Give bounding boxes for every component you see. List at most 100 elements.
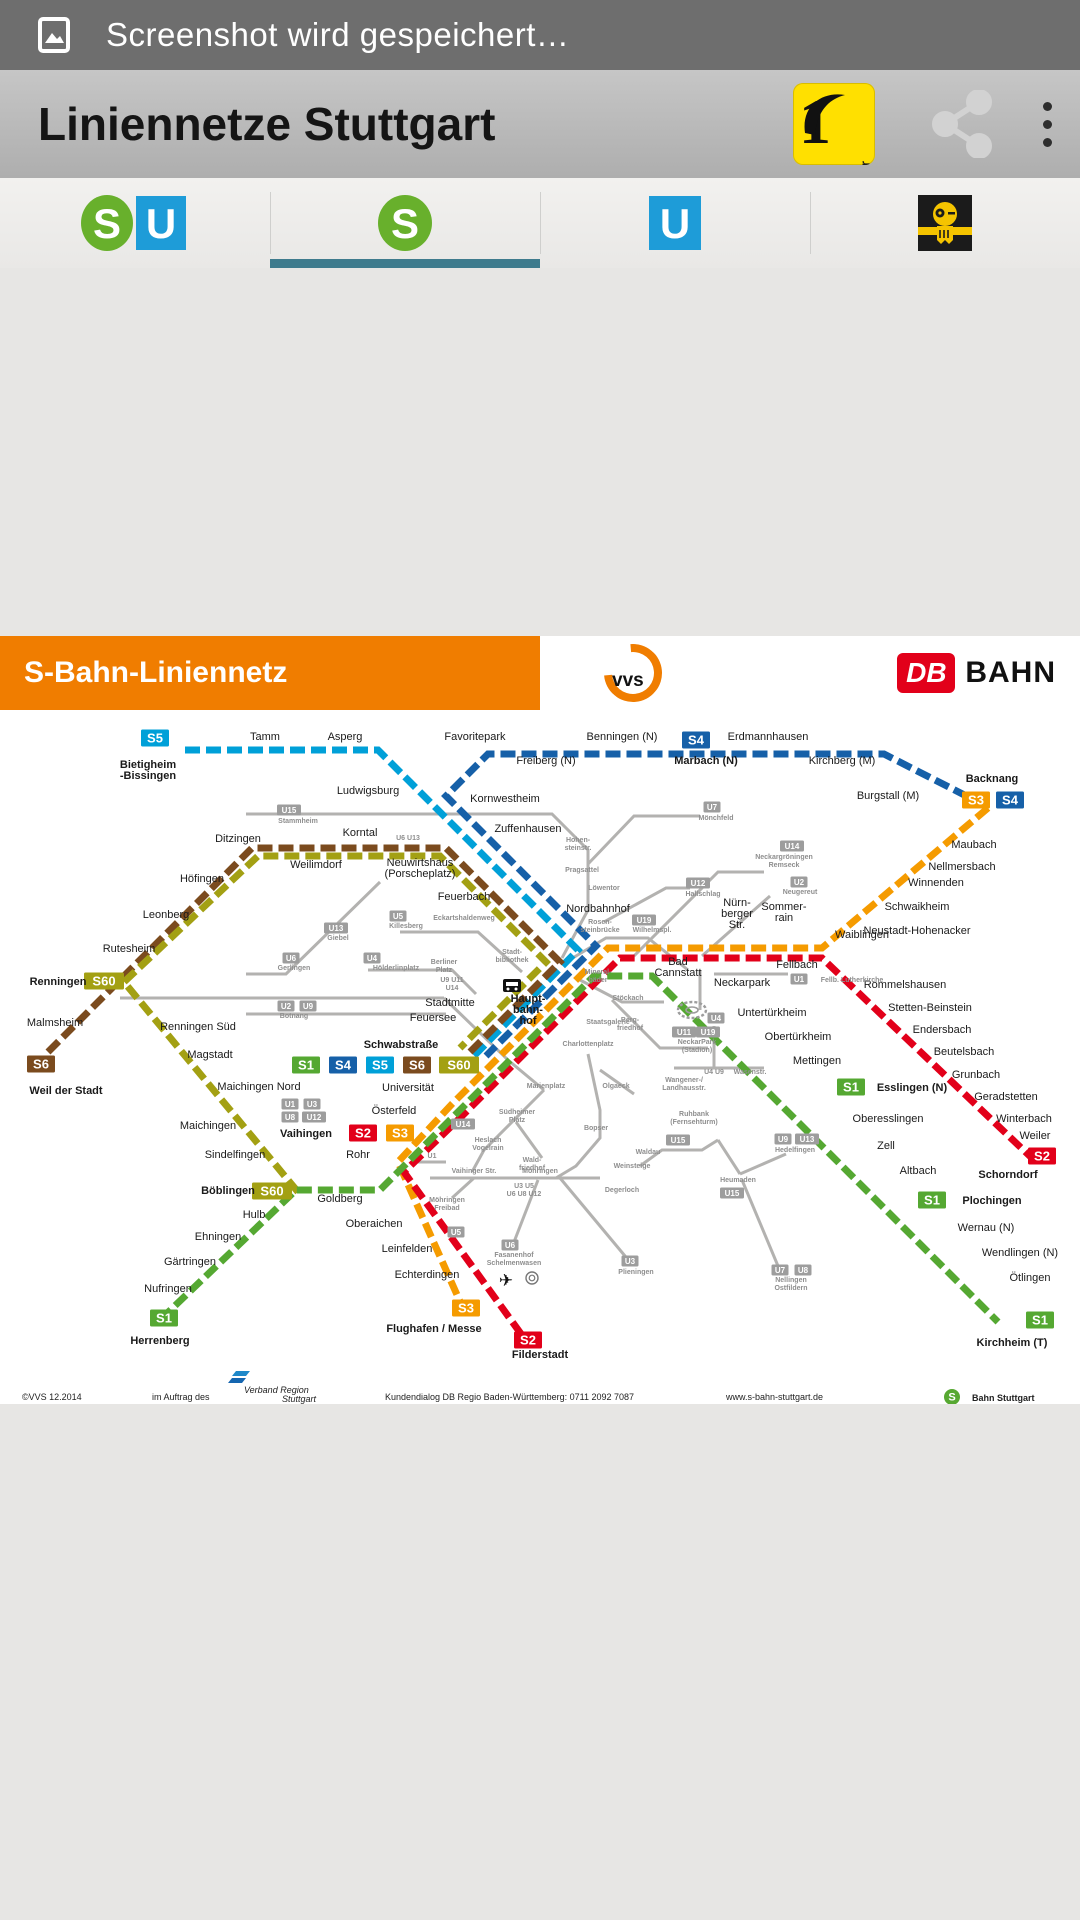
badge-label: U15 [282, 806, 297, 815]
ubahn-line [512, 1179, 540, 1243]
svg-text:✈: ✈ [499, 1271, 513, 1290]
ubahn-station-label: Giebel [327, 935, 348, 942]
station-label: Tamm [250, 731, 280, 743]
s-line-badge [150, 1309, 178, 1327]
sbahn-line-S5 [185, 746, 583, 1063]
badge-label: U15 [725, 1189, 740, 1198]
station-label: Renningen Süd [160, 1021, 236, 1033]
vvs-logo: vvs [592, 632, 674, 714]
station-label: Stetten-Beinstein [888, 1002, 972, 1014]
page-title: Liniennetze Stuttgart [38, 98, 496, 150]
ubahn-station-label: Stadt-bibliothek [495, 949, 528, 964]
station-label: Untertürkheim [737, 1007, 806, 1019]
ubahn-line [603, 886, 690, 924]
badge-label: S2 [355, 1126, 371, 1141]
tab-nightbus[interactable] [810, 178, 1080, 268]
ubahn-station-label: Wangener-/Landhausstr. [662, 1077, 706, 1092]
ubahn-line [740, 1179, 780, 1267]
ubahn-station-label: Fellb. Lutherkirche [821, 977, 884, 984]
s-line-badge [27, 1055, 55, 1073]
station-label: Weil der Stadt [29, 1085, 102, 1097]
badge-label: S3 [392, 1126, 408, 1141]
badge-label: U1 [285, 1100, 296, 1109]
sbahn-line-S1 [157, 972, 1001, 1325]
ubahn-station-label: Degerloch [605, 1187, 639, 1194]
station-label: Leonberg [143, 909, 190, 921]
share-icon[interactable] [931, 90, 995, 158]
ubahn-line [632, 870, 764, 958]
app-logo-icon[interactable]: 1 dieEinsteiger [793, 83, 875, 165]
badge-label: U3 [307, 1100, 318, 1109]
badge-label: U5 [451, 1228, 462, 1237]
badge-label: S60 [92, 974, 115, 989]
u-line-badge [672, 1026, 696, 1038]
svg-text:U: U [146, 200, 176, 247]
tab-s-bahn[interactable]: S [270, 178, 540, 268]
badge-label: U12 [307, 1113, 322, 1122]
ubahn-station-label: Waldau [636, 1149, 661, 1156]
badge-label: U9 [778, 1135, 789, 1144]
svg-text:U: U [660, 200, 690, 247]
map-footer-text: www.s-bahn-stuttgart.de [725, 1392, 823, 1402]
s-line-badge [329, 1056, 357, 1074]
u-line-badge [302, 1111, 326, 1123]
ubahn-station-label: Staatsgalerie [586, 1019, 630, 1026]
s-line-badge [349, 1124, 377, 1142]
station-label: Zell [877, 1140, 895, 1152]
u-line-badge [774, 1133, 792, 1145]
badge-label: S4 [688, 733, 705, 748]
station-label: Schorndorf [978, 1169, 1038, 1181]
station-label: Sindelfingen [205, 1149, 266, 1161]
station-label: Feuerbach [438, 891, 491, 903]
station-label: Kirchberg (M) [809, 755, 876, 767]
station-label: Obertürkheim [765, 1031, 832, 1043]
ubahn-station-label: Heumaden [720, 1177, 756, 1184]
screenshot-icon [38, 17, 70, 53]
ubahn-station-label: Hölderlinplatz [373, 965, 420, 972]
station-label: Gärtringen [164, 1256, 216, 1268]
station-label: Benningen (N) [587, 731, 658, 743]
station-label: Esslingen (N) [877, 1082, 948, 1094]
overflow-menu-icon[interactable] [1043, 101, 1052, 147]
station-label: Kornwestheim [470, 793, 540, 805]
badge-label: U7 [707, 803, 718, 812]
station-label: Bietigheim-Bissingen [120, 759, 177, 782]
station-label: Magstadt [187, 1049, 232, 1061]
badge-label: U6 [505, 1241, 516, 1250]
u-line-badge [282, 952, 300, 964]
station-label: Beutelsbach [934, 1046, 995, 1058]
map-title-bar: S-Bahn-Liniennetz [0, 636, 540, 710]
sbahn-line-S3 [393, 805, 991, 1308]
badge-label: S4 [1002, 793, 1019, 808]
u-line-badge [303, 1098, 321, 1110]
station-label: Mettingen [793, 1055, 841, 1067]
u-line-badge [632, 914, 656, 926]
s-line-badge [996, 791, 1024, 809]
badge-label: S1 [1032, 1313, 1048, 1328]
station-label: Höfingen [180, 873, 224, 885]
station-label: Leinfelden [382, 1243, 433, 1255]
u-line-badge [790, 973, 808, 985]
badge-label: U19 [637, 916, 652, 925]
badge-label: S3 [968, 793, 984, 808]
badge-label: U11 [677, 1028, 692, 1037]
s-line-badge [386, 1124, 414, 1142]
station-label: Backnang [966, 773, 1019, 785]
badge-label: U7 [775, 1266, 786, 1275]
badge-label: S2 [520, 1333, 536, 1348]
s-line-badge [837, 1078, 865, 1096]
station-label: Nufringen [144, 1283, 192, 1295]
ubahn-station-label: Berg-friedhof [617, 1017, 644, 1032]
s-line-badge [439, 1056, 479, 1074]
tab-u-bahn[interactable]: U [540, 178, 810, 268]
badge-label: U3 [625, 1257, 636, 1266]
u-line-badge [703, 801, 721, 813]
tab-s-and-u[interactable]: S U [0, 178, 270, 268]
ubahn-station-label: U6 U13 [396, 835, 420, 842]
ubahn-line [610, 998, 708, 1050]
ubahn-station-label: Möhringen [522, 1168, 558, 1175]
station-label: Rutesheim [103, 943, 156, 955]
